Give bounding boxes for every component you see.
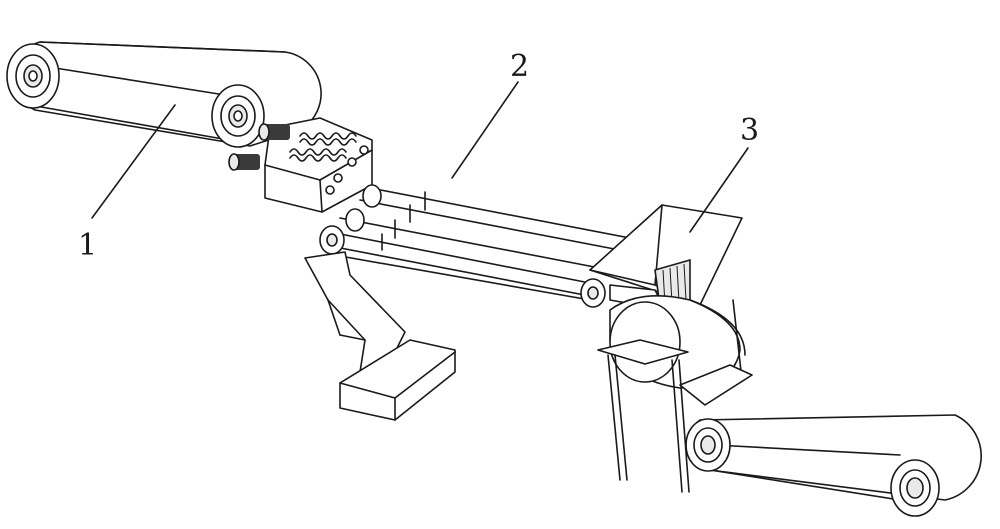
middle-screening-frame — [304, 184, 641, 421]
left-roller — [6, 43, 60, 109]
right-roller — [211, 84, 265, 148]
crusher-box — [228, 117, 373, 213]
output-roller-left — [685, 418, 731, 472]
spring-upper — [299, 132, 357, 146]
callout-3: 3 — [689, 113, 759, 233]
output-conveyor — [685, 414, 982, 517]
collection-tray — [339, 339, 456, 421]
frame-roller-left — [319, 225, 345, 255]
frame-roller-right — [580, 278, 606, 308]
hopper-assembly — [589, 204, 753, 493]
callout-label-1: 1 — [78, 228, 97, 263]
output-roller-right — [890, 459, 940, 517]
callout-2: 2 — [451, 49, 529, 179]
motor-lower — [228, 153, 260, 171]
input-conveyor — [6, 41, 322, 148]
spring-lower — [289, 148, 347, 162]
callout-label-3: 3 — [740, 113, 759, 148]
callout-label-2: 2 — [510, 49, 529, 84]
frame-roller-back — [345, 184, 382, 232]
callout-1: 1 — [78, 104, 176, 263]
feed-hopper — [589, 204, 743, 311]
drum-stand — [597, 299, 743, 493]
motor-upper — [258, 123, 290, 141]
